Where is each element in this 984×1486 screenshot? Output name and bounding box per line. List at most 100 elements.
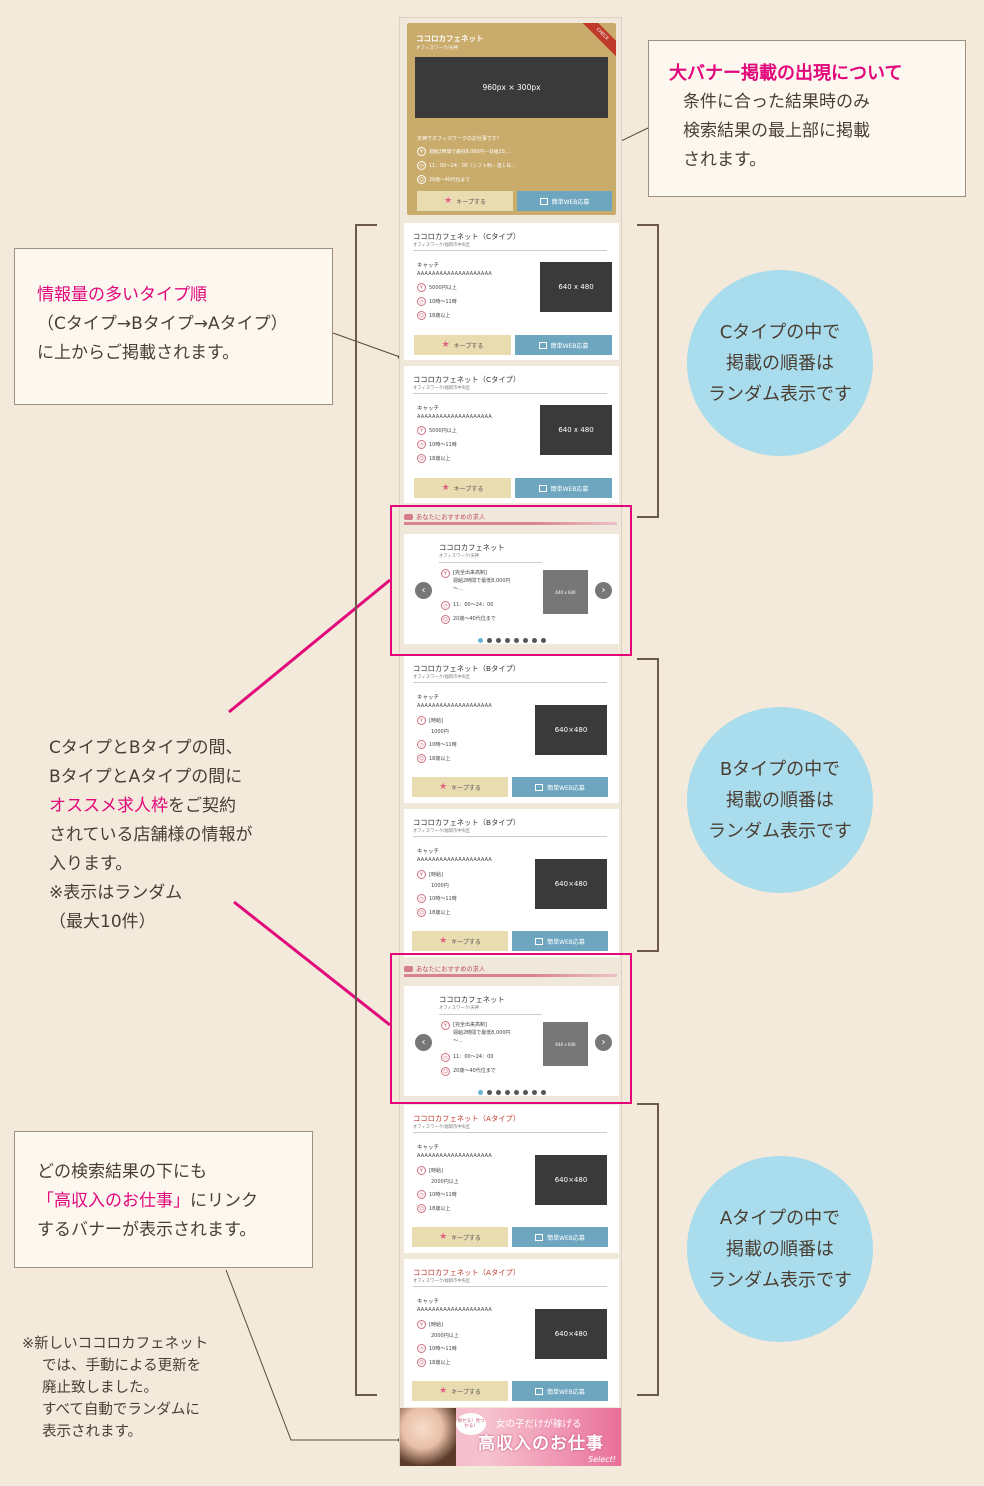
note-bottom-line: するバナーが表示されます。 <box>37 1220 257 1240</box>
note-big-banner-line: されます。 <box>683 150 767 170</box>
job-card-a[interactable]: ココロカフェネット（Aタイプ） オフィスワーク/福岡市中央区 キャッチ AAAA… <box>404 1105 619 1253</box>
salary-more: ～… <box>453 586 464 592</box>
card-salary: ¥5000円以上 <box>417 426 457 435</box>
card-image: 640×480 <box>535 1309 607 1359</box>
bracket-right-c <box>637 224 659 518</box>
note-big-banner: 大バナー掲載の出現について 条件に合った結果時のみ 検索結果の最上部に掲載 され… <box>648 40 966 197</box>
circle-line: 掲載の順番は <box>726 352 834 374</box>
yen-icon: ¥ <box>417 426 426 435</box>
card-catch-text: AAAAAAAAAAAAAAAAAAAA <box>417 857 493 863</box>
prev-arrow-icon[interactable]: ‹ <box>415 1034 432 1051</box>
prev-arrow-icon[interactable]: ‹ <box>415 582 432 599</box>
circle-c-random: Cタイプの中で掲載の順番はランダム表示です <box>687 270 873 456</box>
banner-salary: ¥週給2時間で最低8,000円～日給20,… <box>417 147 511 156</box>
divider <box>413 1286 607 1287</box>
keep-button[interactable]: ★キープする <box>412 1381 508 1401</box>
keep-button[interactable]: ★キープする <box>412 931 508 951</box>
recommend-heading: あなたにおすすめの求人 <box>404 964 485 973</box>
divider <box>413 682 607 683</box>
note-rec-line: 入ります。 <box>49 854 133 874</box>
card-sub: オフィスワーク/福岡市中央区 <box>413 243 471 248</box>
keep-button[interactable]: ★キープする <box>412 777 508 797</box>
card-salary: ¥[時給] <box>417 716 443 725</box>
big-banner[interactable]: ココロカフェネット オフィスワーク/天神 CHECK 960px × 300px… <box>407 23 616 215</box>
next-arrow-icon[interactable]: › <box>595 582 612 599</box>
card-image: 640×480 <box>535 705 607 755</box>
card-age-text: 18歳以上 <box>429 910 451 916</box>
banner-shop-name: ココロカフェネット <box>416 34 484 43</box>
keep-button[interactable]: ★キープする <box>417 191 513 211</box>
recommend-age: ☺20歳～40代位まで <box>441 1067 496 1076</box>
form-icon <box>538 484 547 492</box>
card-sub: オフィスワーク/福岡市中央区 <box>413 1125 471 1130</box>
clock-icon: ◷ <box>417 161 426 170</box>
keep-label: キープする <box>451 938 481 946</box>
card-image: 640×480 <box>535 1155 607 1205</box>
circle-line: 掲載の順番は <box>726 789 834 811</box>
recommend-heading-text: あなたにおすすめの求人 <box>416 966 486 973</box>
keep-button[interactable]: ★キープする <box>414 335 511 355</box>
banner-salary-text: 週給2時間で最低8,000円～日給20,… <box>429 150 511 155</box>
circle-line: Bタイプの中で <box>719 758 841 780</box>
salary-type: [完全出来高制] <box>453 570 487 576</box>
apply-button[interactable]: 簡単WEB応募 <box>512 777 608 797</box>
yen-icon: ¥ <box>417 283 426 292</box>
footnote-line: 表示されます。 <box>42 1424 143 1440</box>
bracket-left-c <box>355 224 377 1396</box>
job-card-b[interactable]: ココロカフェネット（Bタイプ） オフィスワーク/福岡市中央区 キャッチ AAAA… <box>404 655 619 803</box>
apply-button[interactable]: 簡単WEB応募 <box>517 191 612 211</box>
recommend-shop-sub: オフィスワーク/天神 <box>439 1006 480 1011</box>
circle-line: ランダム表示です <box>708 820 852 842</box>
recommend-shop-name: ココロカフェネット <box>439 543 505 552</box>
card-catch: キャッチ <box>417 1145 440 1151</box>
card-catch: キャッチ <box>417 1299 440 1305</box>
job-card-b[interactable]: ココロカフェネット（Bタイプ） オフィスワーク/福岡市中央区 キャッチ AAAA… <box>404 809 619 957</box>
apply-button[interactable]: 簡単WEB応募 <box>512 1227 608 1247</box>
keep-button[interactable]: ★キープする <box>412 1227 508 1247</box>
card-image: 640×480 <box>535 859 607 909</box>
note-big-banner-line: 検索結果の最上部に掲載 <box>683 121 870 141</box>
job-card-c[interactable]: ココロカフェネット（Cタイプ） オフィスワーク/福岡市中央区 キャッチ AAAA… <box>404 223 619 360</box>
note-bottom-banner: どの検索結果の下にも 「高収入のお仕事」にリンク するバナーが表示されます。 <box>14 1131 313 1268</box>
recommend-card[interactable]: ココロカフェネット オフィスワーク/天神 ¥[完全出来高制]週給2時間で最低8,… <box>404 534 619 644</box>
card-salary-text: 1000円 <box>431 883 449 889</box>
job-card-c[interactable]: ココロカフェネット（Cタイプ） オフィスワーク/福岡市中央区 キャッチ AAAA… <box>404 366 619 503</box>
footnote: ※新しいココロカフェネット では、手動による更新を 廃止致しました。 すべて自動… <box>22 1333 262 1443</box>
card-hours-text: 10時～11時 <box>429 742 457 748</box>
card-hours-text: 10時～11時 <box>429 442 457 448</box>
high-income-banner[interactable]: 探せる！見つかる！ 女の子だけが稼げる 高収入のお仕事 Select! <box>400 1408 621 1466</box>
card-title: ココロカフェネット（Bタイプ） <box>413 818 521 827</box>
salary-detail: 週給2時間で最低8,000円 <box>453 578 511 584</box>
clock-icon: ◷ <box>417 740 426 749</box>
keep-button[interactable]: ★キープする <box>414 478 511 498</box>
card-catch: キャッチ <box>417 849 440 855</box>
apply-button[interactable]: 簡単WEB応募 <box>515 335 612 355</box>
apply-button[interactable]: 簡単WEB応募 <box>512 931 608 951</box>
card-image: 640 x 480 <box>540 262 612 312</box>
card-catch-text: AAAAAAAAAAAAAAAAAAAA <box>417 1307 493 1313</box>
search-results-mockup: ココロカフェネット オフィスワーク/天神 CHECK 960px × 300px… <box>399 17 622 1466</box>
circle-line: ランダム表示です <box>708 383 852 405</box>
card-salary-text: 5000円以上 <box>429 285 457 291</box>
carousel-dots[interactable] <box>404 638 619 643</box>
recommend-card[interactable]: ココロカフェネット オフィスワーク/天神 ¥[完全出来高制]週給2時間で最低8,… <box>404 986 619 1096</box>
person-icon: ☺ <box>417 175 426 184</box>
star-icon: ★ <box>441 340 450 350</box>
next-arrow-icon[interactable]: › <box>595 1034 612 1051</box>
card-age-text: 18歳以上 <box>429 1206 451 1212</box>
card-salary-text: 2000円以上 <box>431 1179 459 1185</box>
apply-button[interactable]: 簡単WEB応募 <box>515 478 612 498</box>
apply-label: 簡単WEB応募 <box>547 784 585 792</box>
card-hours: ◷10時～11時 <box>417 440 457 449</box>
carousel-dots[interactable] <box>404 1090 619 1095</box>
salary-detail: 週給2時間で最低8,000円 <box>453 1030 511 1036</box>
star-icon: ★ <box>439 936 448 946</box>
recommend-underline <box>404 522 617 525</box>
job-card-a[interactable]: ココロカフェネット（Aタイプ） オフィスワーク/福岡市中央区 キャッチ AAAA… <box>404 1259 619 1407</box>
card-age: ☺18歳以上 <box>417 754 450 763</box>
card-hours: ◷10時～11時 <box>417 297 457 306</box>
recommend-salary: ¥[完全出来高制]週給2時間で最低8,000円～… <box>441 569 511 593</box>
circle-line: Cタイプの中で <box>719 321 841 343</box>
apply-button[interactable]: 簡単WEB応募 <box>512 1381 608 1401</box>
note-order-title: 情報量の多いタイプ順 <box>37 285 207 305</box>
